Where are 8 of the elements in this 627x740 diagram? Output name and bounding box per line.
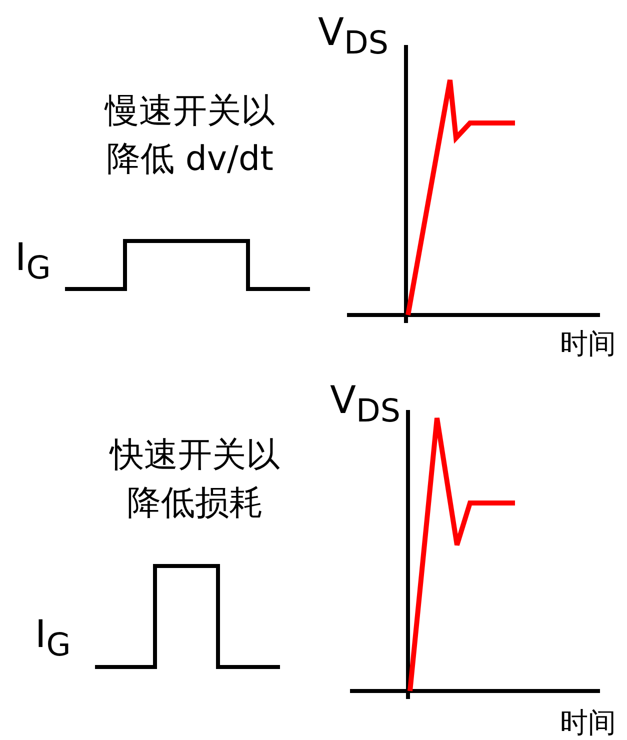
- axis-label: I$_{G}$: [15, 235, 51, 287]
- axis-label: I$_{G}$: [35, 612, 71, 664]
- axis-label: 时间: [560, 326, 616, 362]
- axis-label: V$_{DS}$: [330, 378, 400, 430]
- axis-label: 时间: [560, 705, 616, 740]
- axis-label: V$_{DS}$: [318, 10, 388, 62]
- caption-text: 慢速开关以降低 dv/dt: [103, 90, 276, 181]
- caption-text: 快速开关以降低损耗: [108, 434, 281, 525]
